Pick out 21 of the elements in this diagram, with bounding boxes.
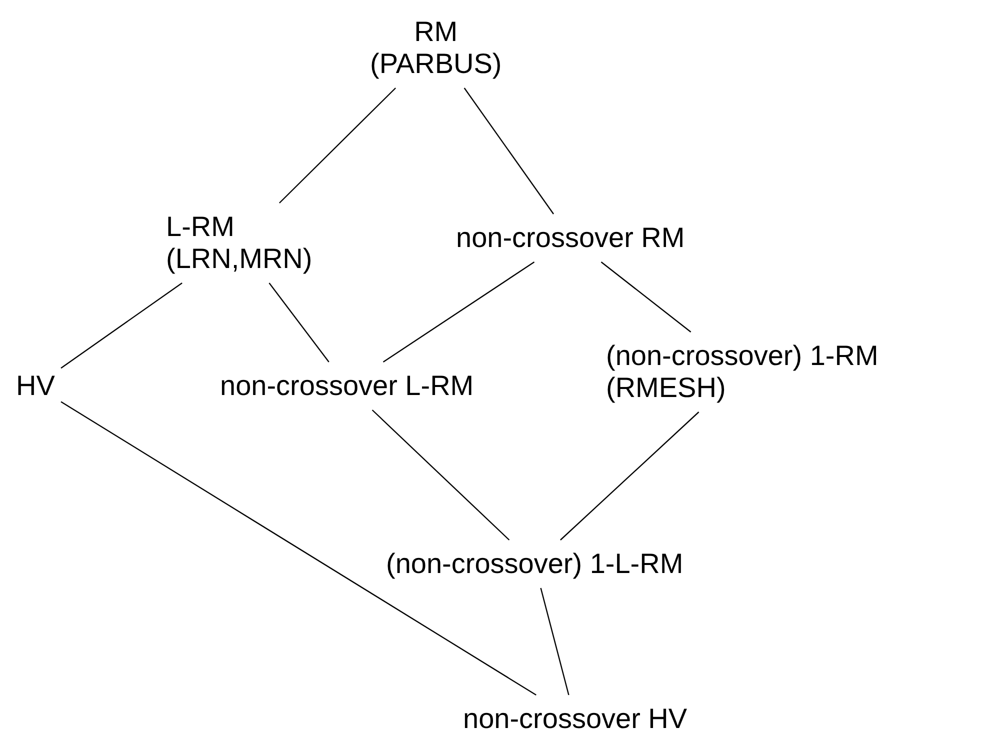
connector-line [382, 262, 535, 362]
connector-line [372, 410, 510, 540]
node-label: (RMESH) [606, 372, 727, 404]
connector-line [540, 588, 570, 696]
connector-line [464, 88, 554, 214]
node-label: (LRN,MRN) [166, 243, 312, 276]
node-label: (PARBUS) [370, 48, 502, 80]
connector-line [278, 88, 396, 204]
node-label: (non-crossover) 1-L-RM [386, 548, 684, 580]
node-label: non-crossover L-RM [220, 370, 474, 402]
connector-line [560, 412, 700, 540]
node-label: L-RM [166, 211, 236, 244]
node-label: non-crossover RM [456, 222, 685, 254]
node-label: non-crossover HV [463, 703, 688, 736]
connector-line [268, 282, 330, 362]
node-label: RM [413, 16, 459, 48]
connector-line [600, 262, 692, 332]
connector-line [60, 401, 536, 696]
connector-line [60, 282, 182, 369]
node-label: (non-crossover) 1-RM [606, 340, 878, 372]
node-label: HV [16, 370, 55, 402]
